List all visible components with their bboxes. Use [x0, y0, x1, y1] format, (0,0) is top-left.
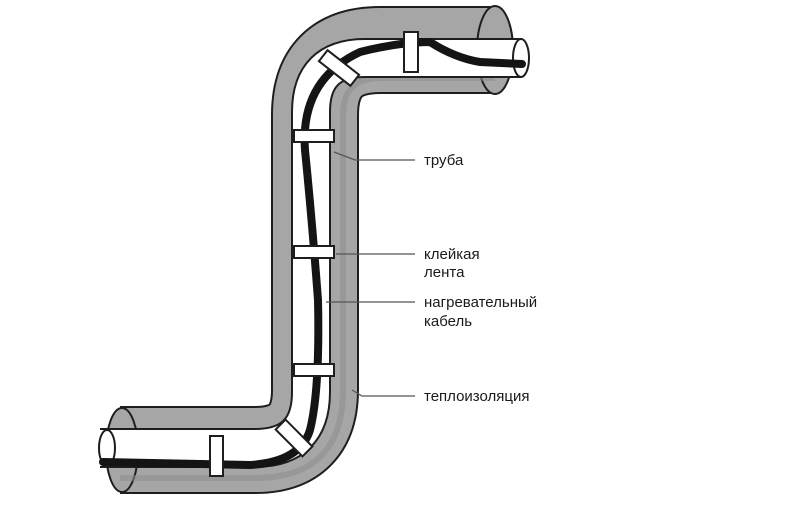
- tape-band: [317, 48, 361, 88]
- tape-band: [293, 363, 335, 377]
- label-tape-line2: лента: [424, 264, 465, 281]
- label-cable-line1: нагревательный: [424, 294, 537, 311]
- label-pipe: труба: [424, 152, 464, 169]
- adhesive-tape-bands: [209, 31, 419, 477]
- leader-pipe: [333, 151, 415, 161]
- tape-band: [293, 245, 335, 259]
- labels: труба клейкая лента нагревательный кабел…: [424, 152, 537, 405]
- tape-band: [403, 31, 419, 73]
- label-cable-line2: кабель: [424, 313, 472, 330]
- tape-band: [209, 435, 224, 477]
- tape-band: [293, 129, 335, 143]
- leader-insulation: [351, 389, 415, 397]
- tape-band: [274, 418, 314, 458]
- leader-lines: [326, 151, 415, 397]
- label-tape-line1: клейкая: [424, 246, 480, 263]
- heating-cable: [99, 38, 526, 469]
- label-insulation: теплоизоляция: [424, 388, 530, 405]
